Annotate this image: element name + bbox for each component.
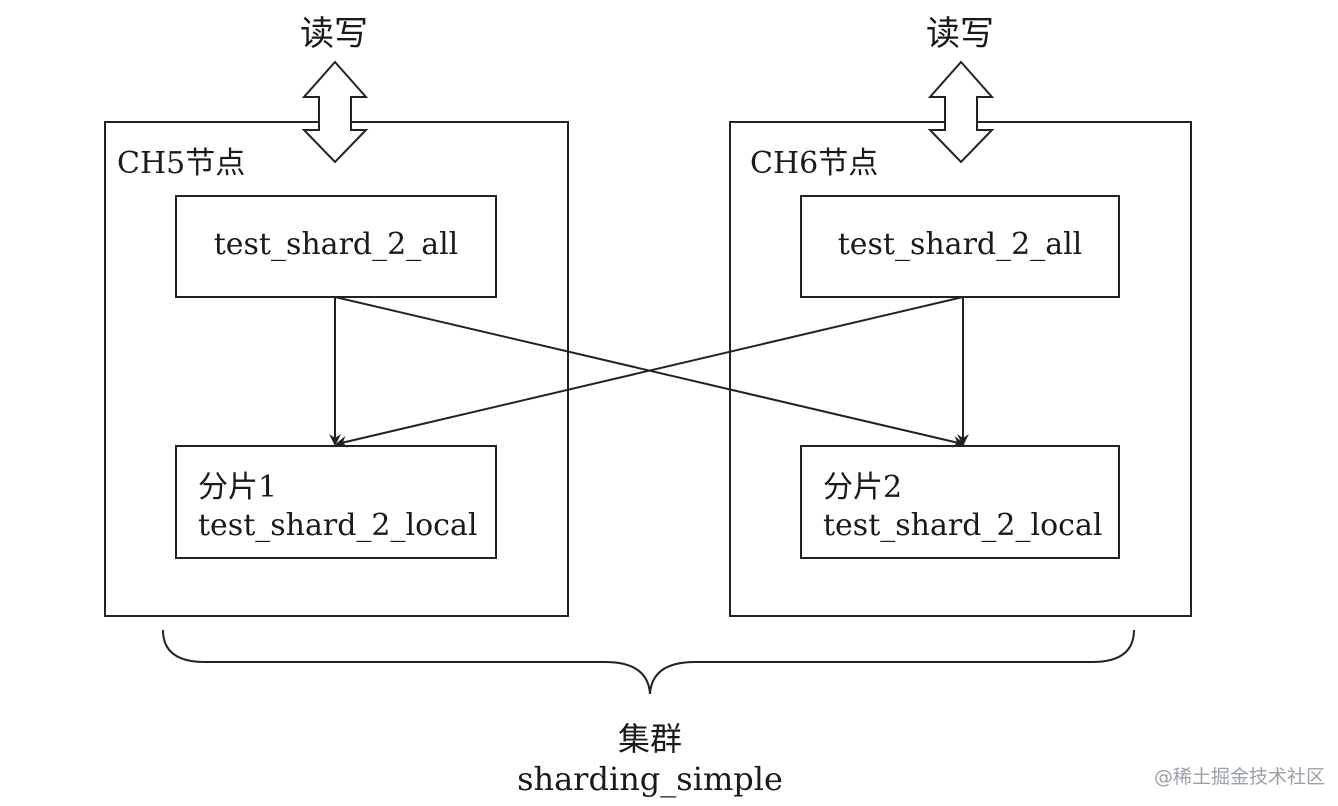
distributed-table-left: test_shard_2_all [213, 227, 459, 262]
shard-box-right [800, 445, 1120, 559]
shard-label-right: 分片2 [823, 470, 903, 505]
shard-box-left [175, 445, 497, 559]
cluster-label: 集群 [617, 720, 682, 758]
arrow-right-all-to-shard1 [335, 296, 964, 448]
local-table-right: test_shard_2_local [823, 508, 1103, 543]
node-ch5-label: CH5节点 [117, 146, 246, 181]
shard-label-left: 分片1 [198, 470, 278, 505]
cluster-name: sharding_simple [517, 760, 783, 798]
distributed-table-box-left [175, 195, 497, 298]
read-write-arrow-right [927, 60, 995, 164]
node-ch6-label: CH6节点 [750, 146, 879, 181]
distributed-table-right: test_shard_2_all [837, 227, 1083, 262]
read-write-arrow-left [301, 60, 369, 164]
local-table-left: test_shard_2_local [198, 508, 478, 543]
cluster-brace [162, 629, 1135, 695]
watermark-text: @稀土掘金技术社区 [1154, 766, 1326, 788]
read-write-label-left: 读写 [300, 14, 368, 54]
read-write-label-right: 读写 [926, 14, 994, 54]
